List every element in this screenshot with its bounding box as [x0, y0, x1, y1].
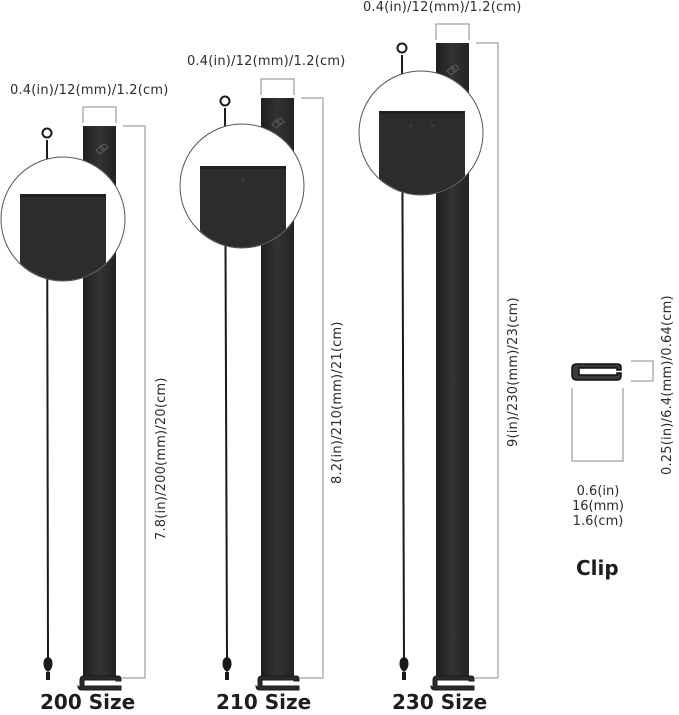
size-label-200: 200 Size: [40, 690, 136, 714]
length-dimension-200: 7.8(in)/200(mm)/20(cm): [154, 377, 169, 540]
size-label-230: 230 Size: [392, 690, 488, 714]
clip-width-mm: 16(mm): [571, 499, 624, 514]
strap-210: [179, 78, 324, 691]
clip-label: Clip: [576, 556, 619, 580]
strap-230: [358, 23, 499, 691]
clip-width-dimension: 0.6(in) 16(mm) 1.6(cm): [568, 484, 628, 529]
logo-icon: [95, 143, 109, 155]
length-dimension-210: 8.2(in)/210(mm)/21(cm): [330, 321, 345, 484]
logo-icon: [446, 64, 460, 76]
strap-200: [0, 106, 146, 691]
width-dimension-210: 0.4(in)/12(mm)/1.2(cm): [187, 54, 346, 69]
length-dimension-230: 9(in)/230(mm)/23(cm): [506, 297, 521, 447]
logo-icon: [271, 117, 285, 129]
clip-width-in: 0.6(in): [576, 484, 620, 499]
clip-height-dimension: 0.25(in)/6.4(mm)/0.64(cm): [660, 295, 675, 475]
size-label-210: 210 Size: [216, 690, 312, 714]
width-dimension-230: 0.4(in)/12(mm)/1.2(cm): [363, 0, 522, 15]
clip-diagram: [571, 360, 654, 462]
clip-width-cm: 1.6(cm): [572, 514, 624, 529]
width-dimension-200: 0.4(in)/12(mm)/1.2(cm): [10, 83, 169, 98]
